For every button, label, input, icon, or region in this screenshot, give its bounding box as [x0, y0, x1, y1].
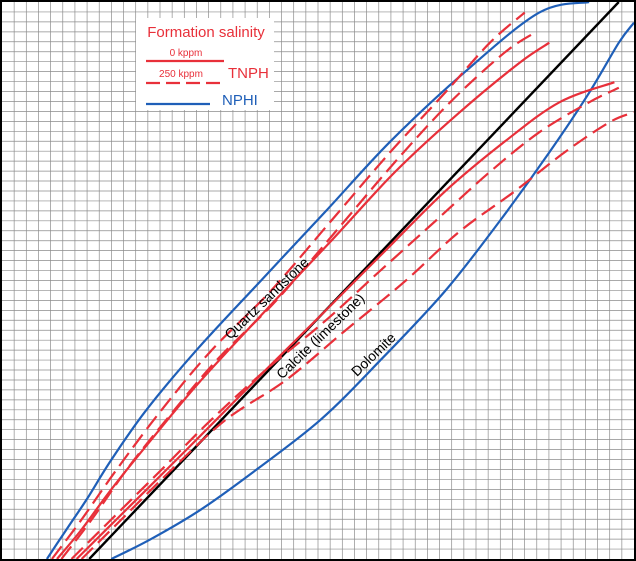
legend-nphi-label: NPHI [222, 92, 258, 109]
legend-entry-0kppm-label: 0 kppm [170, 48, 203, 59]
legend: Formation salinity 0 kppm 250 kppm TNPH … [136, 18, 274, 110]
legend-tnph-label: TNPH [228, 65, 269, 82]
series-line-sandstone-1 [45, 0, 590, 560]
series-line-dolomite-7 [70, 86, 620, 560]
legend-entry-250kppm-label: 250 kppm [159, 69, 203, 80]
series-line-calcite-0 [88, 1, 620, 560]
annotation-quartz-sandstone: Quartz sandstone [221, 254, 312, 342]
annotations: Quartz sandstone Calcite (limestone) Dol… [221, 254, 399, 382]
legend-background [136, 18, 274, 110]
series-line-sandstone-4 [60, 31, 536, 560]
series-line-dolomite-6 [75, 81, 615, 560]
series-line-sandstone-3 [51, 11, 526, 560]
series-line-dolomite-5 [110, 21, 635, 560]
series-line-sandstone-2 [56, 41, 550, 560]
legend-title: Formation salinity [147, 24, 265, 41]
series-line-dolomite-8 [80, 111, 635, 560]
series-group [45, 0, 635, 560]
